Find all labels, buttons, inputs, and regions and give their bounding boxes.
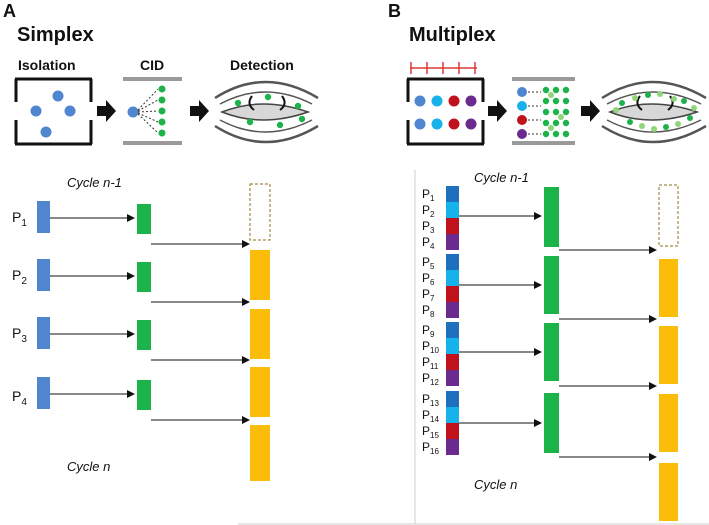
precursor-label: P4 [422,235,435,251]
step-label-cid: CID [140,57,164,73]
fragment-block [544,393,559,453]
panel-b-letter: B [388,1,401,21]
precursor-label: P6 [422,271,435,287]
collision-cell-icon [512,77,575,145]
precursor-label: P4 [12,388,27,408]
arrow-right-icon [151,240,250,424]
precursor-label: P9 [422,323,435,339]
precursor-label: P13 [422,392,439,408]
orbitrap-icon [214,80,319,144]
fragment-block [544,187,559,247]
precursor-label: P11 [422,355,439,371]
fragment-block [137,380,151,410]
panel-b: B Multiplex [238,1,709,525]
arrow-right-icon [581,100,600,122]
precursor-label: P5 [422,255,435,271]
ion-trap-icon [14,77,93,146]
panel-a-letter: A [3,1,16,21]
arrow-right-icon [488,100,507,122]
precursor-label: P7 [422,287,435,303]
panel-a: A Simplex Isolation CID Detection [3,1,319,481]
arrow-right-icon [50,214,135,398]
precursor-label: P10 [422,339,439,355]
detection-block [250,367,270,417]
detection-block-empty [249,183,271,241]
precursor-label: P3 [422,219,435,235]
precursor-stack [446,186,459,250]
precursor-block [37,259,50,291]
arrow-right-icon [459,212,542,427]
detection-block [250,309,270,359]
precursor-block [37,317,50,349]
cycle-label-previous: Cycle n-1 [474,170,529,185]
orbitrap-icon [601,80,707,144]
precursor-stack [446,254,459,318]
fragment-block [544,256,559,314]
precursor-block [37,377,50,409]
cycle-label-previous: Cycle n-1 [67,175,122,190]
precursor-label: P12 [422,371,439,387]
arrow-right-icon [190,100,209,122]
ion-stacking-bar-icon [410,62,477,74]
precursor-stack [446,322,459,386]
panel-a-title: Simplex [17,24,94,46]
arrow-right-icon [559,246,657,461]
precursor-label: P1 [12,209,27,229]
detection-block [250,250,270,300]
precursor-label: P8 [422,303,435,319]
precursor-label: P2 [422,203,435,219]
detection-block-empty [658,184,679,247]
fragment-block [137,320,151,350]
detection-block [250,425,270,481]
arrow-right-icon [97,100,116,122]
cycle-label-current: Cycle n [474,477,517,492]
fragment-block [137,262,151,292]
precursor-label: P16 [422,440,439,456]
step-label-isolation: Isolation [18,57,76,73]
panel-b-title: Multiplex [409,24,496,46]
cycle-label-current: Cycle n [67,459,110,474]
precursor-stack [446,391,459,455]
precursor-label: P3 [12,325,27,345]
detection-block [659,463,678,521]
precursor-label: P1 [422,187,435,203]
precursor-label: P14 [422,408,439,424]
detection-block [659,259,678,317]
fragment-block [137,204,151,234]
precursor-block [37,201,50,233]
fragment-block [544,323,559,381]
precursor-label: P15 [422,424,439,440]
detection-block [659,326,678,384]
ion-trap-icon [406,77,485,146]
step-label-detection: Detection [230,57,294,73]
precursor-label: P2 [12,267,27,287]
detection-block [659,394,678,452]
collision-cell-icon [123,77,182,145]
